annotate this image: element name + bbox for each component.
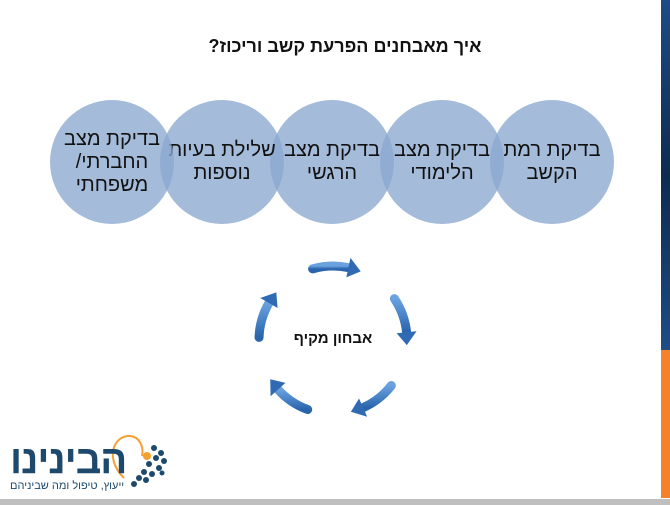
cycle-arrowhead [270,379,286,397]
cycle-arrow [358,381,396,413]
circle-label: בדיקת מצב הרגשי [283,139,380,184]
cycle-arrow [308,261,353,274]
cycle-arrow [254,298,274,342]
circle-label: בדיקת רמת הקשב [503,139,601,184]
circle-attention-level: בדיקת רמת הקשב [490,100,614,224]
circle-label: בדיקת מצב החברתי/ משפחתי [63,127,160,196]
cycle-arrowhead [260,292,278,308]
cycle-center-label: אבחון מקיף [293,330,373,347]
logo: הבינינו ייעוץ, טיפול ומה שביניהם [4,428,170,496]
logo-tagline: ייעוץ, טיפול ומה שביניהם [10,480,125,492]
circle-rule-out-problems: שלילת בעיות נוספות [160,100,284,224]
side-accent-bar-orange [661,350,670,498]
circle-label: שלילת בעיות נוספות [168,139,276,184]
circle-social-family-status: בדיקת מצב החברתי/ משפחתי [50,100,174,224]
circle-emotional-status: בדיקת מצב הרגשי [270,100,394,224]
side-accent-bar-blue [661,0,670,350]
cycle-arrowhead [350,398,368,417]
cycle-arrow [273,385,313,415]
circle-learning-status: בדיקת מצב הלימודי [380,100,504,224]
logo-heart-icon [111,434,167,487]
bottom-border [0,499,670,505]
cycle-arrowhead [396,331,417,346]
slide-title: איך מאבחנים הפרעת קשב וריכוז? [208,36,482,56]
cycle-arrow [389,294,412,337]
cycle-arrowhead [346,257,361,278]
circle-label: בדיקת מצב הלימודי [393,139,490,184]
logo-wordmark: הבינינו [10,438,127,482]
